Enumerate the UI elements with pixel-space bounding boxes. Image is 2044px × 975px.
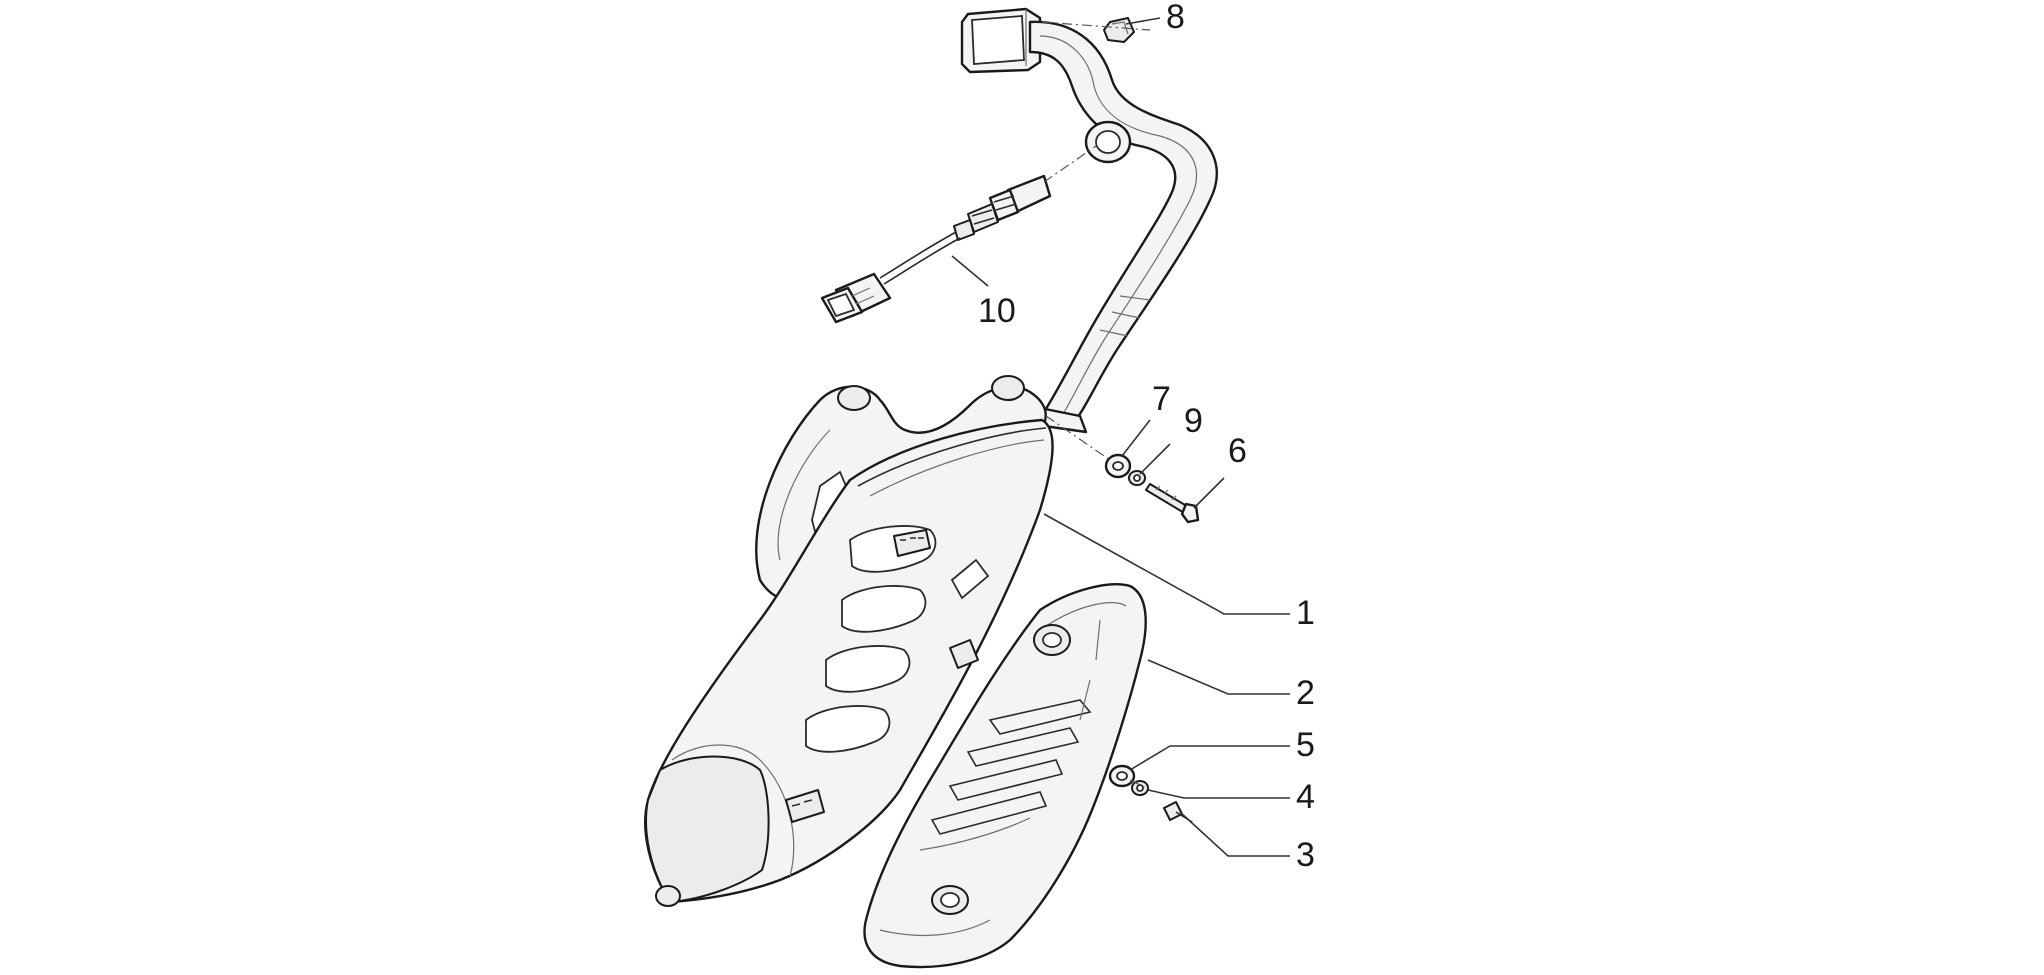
callout-8: 8 — [1166, 0, 1185, 36]
oxygen-sensor — [820, 174, 1052, 324]
assembly-lines — [1041, 21, 1151, 791]
heat-shield — [863, 583, 1147, 969]
callout-6: 6 — [1228, 432, 1247, 470]
callout-1: 1 — [1296, 594, 1315, 632]
flat-washer-small — [1131, 780, 1149, 796]
spring-washer — [1128, 470, 1146, 486]
callout-5: 5 — [1296, 726, 1315, 764]
exhaust-header-pipe — [1028, 20, 1218, 434]
callout-10: 10 — [978, 292, 1016, 330]
exhaust-flange-clamp — [960, 7, 1042, 74]
callout-7: 7 — [1152, 380, 1171, 418]
callout-4: 4 — [1296, 778, 1315, 816]
callout-9: 9 — [1184, 402, 1203, 440]
grommet — [1108, 764, 1136, 788]
callout-3: 3 — [1296, 836, 1315, 874]
leader-lines — [951, 17, 1290, 857]
flange-nut — [1103, 17, 1135, 43]
silencer-body — [644, 375, 1054, 907]
washer-large — [1104, 453, 1132, 479]
callout-2: 2 — [1296, 674, 1315, 712]
mounting-bolt — [1145, 483, 1200, 524]
callout-labels: 1 2 3 4 5 6 7 8 9 10 — [978, 0, 1315, 874]
